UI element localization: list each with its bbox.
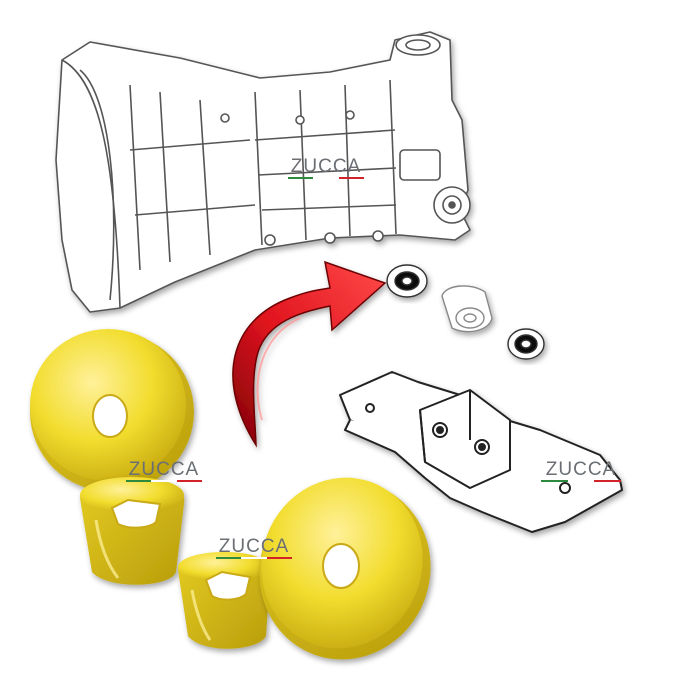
- washer-upper: [386, 264, 428, 298]
- watermark-logo: ZUCCA: [288, 157, 364, 180]
- watermark-brand: ZUCCA: [128, 459, 200, 480]
- red-curved-arrow: [232, 260, 387, 448]
- polyurethane-disc-large: [30, 329, 194, 492]
- watermark-brand: ZUCCA: [218, 536, 290, 557]
- watermark-flag: [288, 177, 364, 179]
- watermark-logo: ZUCCA: [216, 537, 292, 560]
- gearbox-drawing: [55, 31, 471, 313]
- polyurethane-bushing-left: [80, 477, 185, 585]
- polyurethane-bushing-center: [178, 552, 271, 649]
- watermark-logo: ZUCCA: [541, 459, 622, 483]
- watermark-logo: ZUCCA: [126, 460, 202, 483]
- watermark-flag: [126, 480, 202, 482]
- watermark-flag: [541, 480, 622, 482]
- watermark-brand: ZUCCA: [290, 156, 362, 177]
- rubber-bushing-line-art: [441, 285, 493, 333]
- watermark-brand: ZUCCA: [545, 459, 617, 480]
- watermark-flag: [216, 557, 292, 559]
- engine-mount-bracket: [339, 371, 623, 533]
- polyurethane-disc-right: [259, 477, 431, 660]
- washer-lower: [507, 328, 545, 360]
